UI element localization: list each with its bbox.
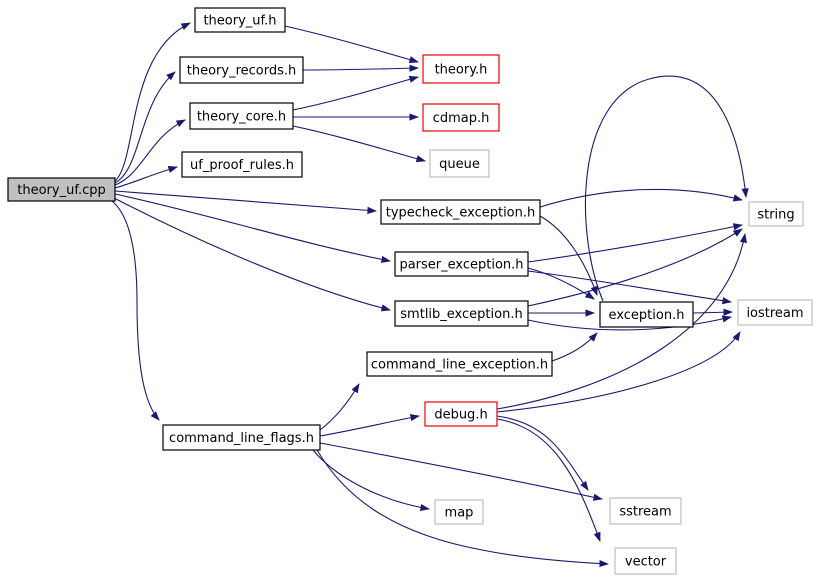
edge-debug_h-to-iostream bbox=[496, 331, 741, 413]
node-theory_uf_h[interactable]: theory_uf.h bbox=[194, 7, 286, 33]
edge-command_line_flags_h-to-command_line_exception_h bbox=[319, 383, 360, 431]
node-iostream: iostream bbox=[737, 299, 813, 326]
node-label-exception_h: exception.h bbox=[609, 308, 685, 323]
node-box-theory_uf_cpp bbox=[7, 177, 116, 202]
node-box-sstream bbox=[609, 497, 682, 525]
node-theory_records_h[interactable]: theory_records.h bbox=[179, 56, 304, 84]
node-label-theory_uf_cpp: theory_uf.cpp bbox=[17, 183, 105, 198]
edge-theory_uf_cpp-to-smtlib_exception_h bbox=[113, 197, 391, 312]
edge-command_line_exception_h-to-exception_h bbox=[551, 332, 598, 362]
node-box-string bbox=[748, 201, 804, 227]
node-box-theory_uf_h[interactable] bbox=[194, 7, 286, 33]
node-label-command_line_flags_h: command_line_flags.h bbox=[169, 431, 314, 446]
edge-command_line_flags_h-to-sstream bbox=[319, 442, 603, 501]
node-label-typecheck_exception_h: typecheck_exception.h bbox=[386, 206, 536, 221]
node-command_line_exception_h[interactable]: command_line_exception.h bbox=[366, 351, 553, 377]
node-uf_proof_rules_h[interactable]: uf_proof_rules.h bbox=[181, 151, 303, 178]
edge-debug_h-to-string bbox=[496, 233, 747, 410]
node-box-command_line_exception_h[interactable] bbox=[366, 351, 553, 377]
node-label-command_line_exception_h: command_line_exception.h bbox=[371, 358, 548, 373]
node-box-command_line_flags_h[interactable] bbox=[162, 424, 321, 451]
edge-parser_exception_h-to-string bbox=[527, 223, 743, 263]
node-label-queue: queue bbox=[439, 157, 480, 172]
node-label-smtlib_exception_h: smtlib_exception.h bbox=[400, 307, 522, 322]
edge-command_line_flags_h-to-debug_h bbox=[319, 414, 420, 437]
edge-exception_h-to-iostream bbox=[692, 308, 733, 316]
nodes-layer: theory_uf.cpp theory_uf.h theory_records.h… bbox=[7, 7, 813, 575]
node-box-parser_exception_h[interactable] bbox=[394, 251, 529, 277]
node-queue: queue bbox=[429, 149, 490, 178]
node-box-cdmap_h[interactable] bbox=[422, 103, 500, 132]
edge-theory_core_h-to-queue bbox=[292, 125, 426, 163]
node-debug_h[interactable]: debug.h bbox=[424, 401, 498, 427]
edge-smtlib_exception_h-to-string bbox=[527, 228, 743, 307]
node-sstream: sstream bbox=[609, 497, 682, 525]
node-theory_h[interactable]: theory.h bbox=[422, 54, 500, 84]
edge-theory_uf_cpp-to-theory_core_h bbox=[114, 119, 186, 186]
node-label-uf_proof_rules_h: uf_proof_rules.h bbox=[190, 158, 294, 173]
node-typecheck_exception_h[interactable]: typecheck_exception.h bbox=[380, 199, 541, 225]
node-box-queue bbox=[429, 149, 490, 178]
node-label-iostream: iostream bbox=[746, 306, 803, 321]
edge-theory_uf_cpp-to-command_line_flags_h bbox=[111, 200, 160, 421]
node-label-theory_records_h: theory_records.h bbox=[187, 64, 297, 79]
edge-smtlib_exception_h-to-iostream bbox=[527, 315, 732, 331]
edge-exception_h-to-string bbox=[585, 75, 749, 302]
edge-parser_exception_h-to-iostream bbox=[527, 270, 732, 305]
edge-theory_uf_cpp-to-typecheck_exception_h bbox=[114, 190, 377, 214]
node-label-debug_h: debug.h bbox=[434, 408, 487, 423]
node-parser_exception_h[interactable]: parser_exception.h bbox=[394, 251, 529, 277]
node-label-parser_exception_h: parser_exception.h bbox=[399, 258, 523, 273]
node-label-theory_core_h: theory_core.h bbox=[197, 110, 286, 125]
edge-typecheck_exception_h-to-string bbox=[539, 188, 743, 208]
edge-command_line_flags_h-to-map bbox=[312, 449, 430, 512]
edge-theory_uf_h-to-theory_h bbox=[284, 25, 419, 64]
node-cdmap_h[interactable]: cdmap.h bbox=[422, 103, 500, 132]
node-label-vector: vector bbox=[625, 555, 667, 570]
node-box-typecheck_exception_h[interactable] bbox=[380, 199, 541, 225]
edge-theory_core_h-to-theory_h bbox=[292, 75, 419, 111]
edge-parser_exception_h-to-exception_h bbox=[527, 267, 595, 300]
edge-theory_records_h-to-theory_h bbox=[302, 64, 419, 72]
node-box-uf_proof_rules_h[interactable] bbox=[181, 151, 303, 178]
edge-typecheck_exception_h-to-exception_h bbox=[539, 215, 598, 296]
node-box-iostream bbox=[737, 299, 813, 326]
node-box-debug_h[interactable] bbox=[424, 401, 498, 427]
node-box-exception_h[interactable] bbox=[599, 301, 694, 328]
edge-debug_h-to-sstream bbox=[496, 415, 589, 491]
node-box-map bbox=[434, 499, 484, 525]
node-vector: vector bbox=[614, 547, 677, 575]
node-label-cdmap_h: cdmap.h bbox=[433, 111, 490, 126]
node-map: map bbox=[434, 499, 484, 525]
node-theory_core_h[interactable]: theory_core.h bbox=[189, 102, 294, 130]
node-label-string: string bbox=[757, 208, 794, 223]
node-exception_h[interactable]: exception.h bbox=[599, 301, 694, 328]
node-box-vector bbox=[614, 547, 677, 575]
node-label-theory_h: theory.h bbox=[435, 63, 488, 78]
edges-layer bbox=[111, 22, 749, 568]
edge-theory_uf_cpp-to-uf_proof_rules_h bbox=[114, 165, 178, 189]
node-label-map: map bbox=[445, 506, 474, 521]
node-string: string bbox=[748, 201, 804, 227]
node-smtlib_exception_h[interactable]: smtlib_exception.h bbox=[394, 300, 529, 327]
node-label-theory_uf_h: theory_uf.h bbox=[203, 14, 276, 29]
node-command_line_flags_h[interactable]: command_line_flags.h bbox=[162, 424, 321, 451]
node-box-theory_records_h[interactable] bbox=[179, 56, 304, 84]
edge-theory_uf_cpp-to-parser_exception_h bbox=[114, 193, 391, 263]
node-box-smtlib_exception_h[interactable] bbox=[394, 300, 529, 327]
edge-theory_uf_cpp-to-theory_records_h bbox=[114, 71, 176, 184]
node-theory_uf_cpp: theory_uf.cpp bbox=[7, 177, 116, 202]
edge-debug_h-to-vector bbox=[496, 418, 601, 542]
edge-command_line_flags_h-to-vector bbox=[316, 449, 609, 568]
node-box-theory_core_h[interactable] bbox=[189, 102, 294, 130]
node-box-theory_h[interactable] bbox=[422, 54, 500, 84]
edge-theory_uf_cpp-to-theory_uf_h bbox=[114, 22, 191, 182]
node-label-sstream: sstream bbox=[619, 505, 671, 520]
